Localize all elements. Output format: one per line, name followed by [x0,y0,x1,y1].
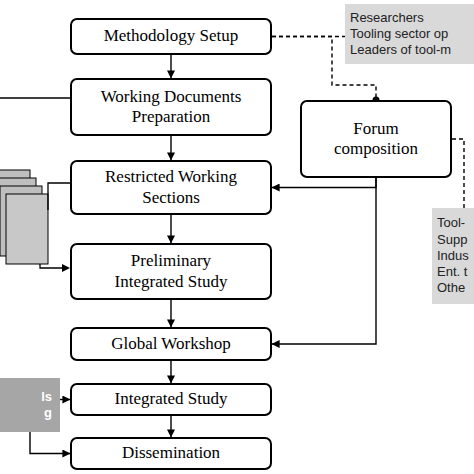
arrow-connector [30,432,70,454]
process-box: Preliminary Integrated Study [70,243,272,300]
note-box: ls g [0,378,60,432]
arrow-connector [170,215,171,243]
process-box: Working Documents Preparation [70,78,272,136]
box-label: ls g [32,389,52,420]
leader-line [40,264,64,268]
leader-line [0,97,70,98]
document-stack-icon [0,170,48,264]
process-box: Integrated Study [70,383,272,416]
box-label: Indus [437,248,469,264]
box-label: Forum composition [316,119,436,160]
box-label: Supp [437,232,467,248]
box-label: Researchers [350,10,424,26]
box-label: Methodology Setup [104,26,239,46]
box-label: Global Workshop [111,334,231,354]
arrow-connector [272,178,376,344]
forum-box: Forum composition [300,100,452,178]
dashed-connector [272,36,345,37]
arrow-connector [170,55,171,78]
dashed-connector [452,139,464,208]
box-label: Working Documents Preparation [91,87,251,128]
process-box: Dissemination [70,437,272,470]
box-label: Tool- [437,215,465,231]
arrow-connector [170,416,171,437]
box-label: Othe [437,280,465,296]
arrow-connector [170,361,171,383]
process-box: Methodology Setup [70,18,272,55]
note-box: ResearchersTooling sector opLeaders of t… [345,4,474,64]
process-box: Global Workshop [70,327,272,361]
arrow-connector [170,136,171,160]
process-box: Restricted Working Sections [70,160,272,215]
note-box: Tool-SuppIndusEnt. tOthe [432,208,474,304]
box-label: Restricted Working Sections [96,167,246,208]
box-label: Dissemination [122,443,220,463]
box-label: Leaders of tool-m [350,42,451,58]
box-label: Preliminary Integrated Study [101,251,241,292]
arrow-connector [170,300,171,327]
leader-line [48,183,70,210]
arrow-connector [60,399,70,400]
box-label: Integrated Study [115,389,228,409]
box-label: Tooling sector op [350,26,448,42]
box-label: Ent. t [437,264,467,280]
arrow-connector [272,178,376,188]
arrow-head [62,264,70,272]
